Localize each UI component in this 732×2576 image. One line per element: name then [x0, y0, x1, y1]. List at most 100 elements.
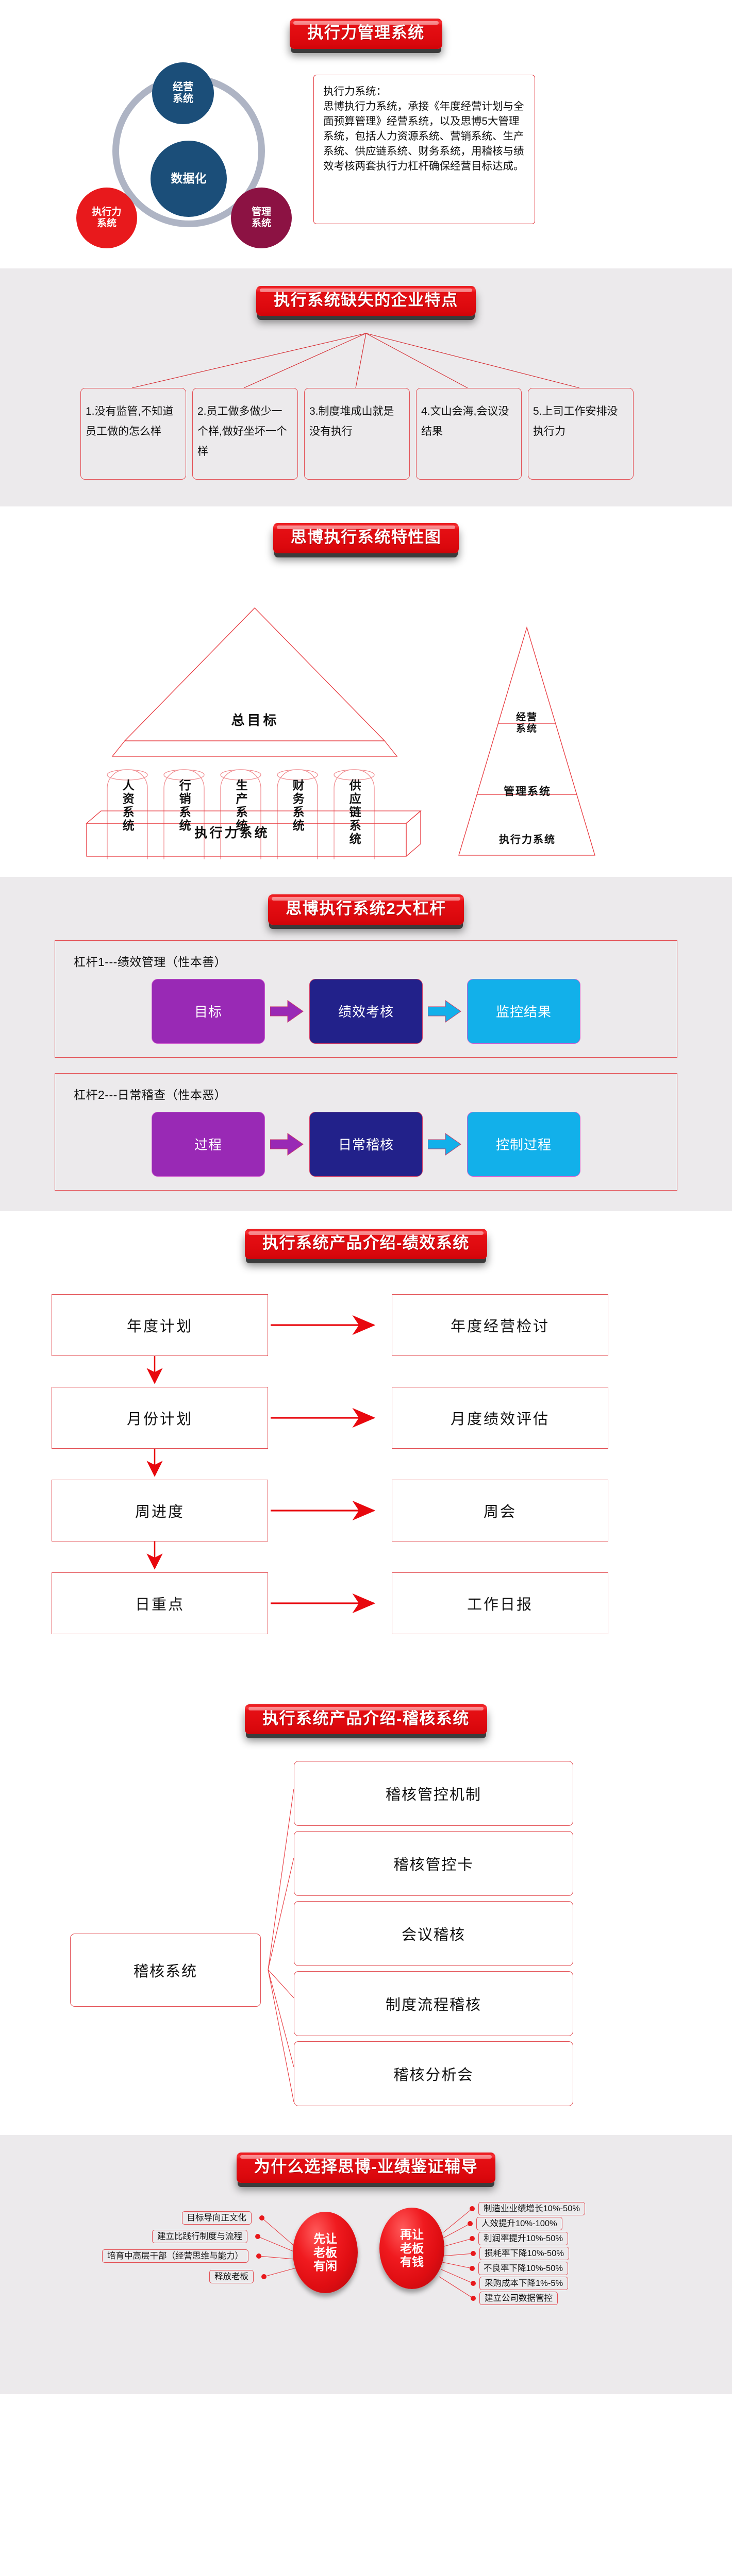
pillar-hr: 人资系统	[107, 779, 147, 833]
why-left-item-4: 释放老板	[209, 2270, 254, 2284]
missing-banner-label: 执行系统缺失的企业特点	[274, 291, 458, 309]
trait-item-5: 5.上司工作安排没执行力	[528, 388, 634, 480]
features-banner-label: 思博执行系统特性图	[290, 528, 442, 547]
perf-right-4: 工作日报	[392, 1572, 608, 1634]
audit-branch-2: 稽核管控卡	[294, 1831, 573, 1896]
why-right-item-7: 建立公司数据管控	[479, 2292, 558, 2306]
performance-banner: 执行系统产品介绍-绩效系统	[245, 1228, 487, 1259]
levers-banner-label: 思博执行系统2大杠杆	[286, 900, 446, 918]
pyramid-top-label: 经营 系统	[491, 712, 563, 735]
pillar-marketing-label: 行销系统	[177, 779, 191, 833]
bubble-management-system: 管理 系统	[231, 187, 292, 248]
pillar-marketing: 行销系统	[164, 779, 204, 833]
perf-left-3: 周进度	[52, 1479, 268, 1541]
pyramid-middle-label: 管理系统	[504, 786, 551, 798]
why-right-item-1: 制造业业绩增长10%-50%	[478, 2202, 586, 2216]
trait-item-2: 2.员工做多做少一个样,做好坐坏一个样	[192, 388, 298, 480]
why-left-item-3: 培育中高层干部（经营思维与能力）	[102, 2249, 248, 2263]
audit-tree: 稽核系统 稽核管控机制 稽核管控卡 会议稽核 制度流程稽核 稽核分析会	[52, 1756, 680, 2116]
features-banner-wrap: 思博执行系统特性图	[0, 523, 732, 554]
bubble-execution-line1: 执行力	[92, 207, 122, 218]
oval-right-line3: 有钱	[400, 2255, 424, 2269]
features-banner: 思博执行系统特性图	[273, 523, 459, 554]
why-banner-wrap: 为什么选择思博-业绩鉴证辅导	[0, 2153, 732, 2183]
temple-shapes	[86, 607, 595, 860]
lever-1-title: 杠杆1---绩效管理（性本善）	[74, 955, 227, 969]
audit-branch-1: 稽核管控机制	[294, 1761, 573, 1826]
trait-item-3: 3.制度堆成山就是没有执行	[304, 388, 410, 480]
missing-banner: 执行系统缺失的企业特点	[256, 285, 476, 316]
why-right-item-2: 人效提升10%-100%	[476, 2217, 562, 2231]
oval-boss-free: 先让 老板 有闲	[293, 2212, 358, 2294]
audit-connector-lines	[268, 1789, 294, 2103]
oval-right-line1: 再让	[400, 2228, 424, 2242]
pillar-production-label: 生产系统	[234, 779, 248, 833]
overview-description: 执行力系统： 思博执行力系统，承接《年度经营计划与全面预算管理》经营系统，以及思…	[313, 74, 535, 224]
arrow-right-icon-1a	[265, 999, 309, 1023]
arrow-right-icon-2a	[265, 1132, 309, 1156]
oval-left-line1: 先让	[313, 2232, 337, 2246]
bubble-data-label: 数据化	[171, 171, 207, 185]
pillar-finance: 财务系统	[277, 779, 318, 833]
bubble-business-system: 经营 系统	[152, 62, 214, 124]
audit-banner-label: 执行系统产品介绍-稽核系统	[262, 1709, 470, 1727]
audit-banner: 执行系统产品介绍-稽核系统	[245, 1704, 487, 1735]
why-right-item-5: 不良率下降10%-50%	[478, 2262, 569, 2276]
oval-left-line3: 有闲	[313, 2259, 337, 2273]
pillar-supply-chain-label: 供应链系统	[347, 779, 361, 846]
arrow-right-icon-1b	[423, 999, 467, 1023]
features-body: 总目标 人资系统 行销系统 生产系统 财务系统 供应链系统 执行力系统 经营 系…	[0, 571, 732, 860]
oval-left-line2: 老板	[313, 2245, 337, 2259]
section-why-choose: 为什么选择思博-业绩鉴证辅导	[0, 2135, 732, 2395]
perf-left-1: 年度计划	[52, 1294, 268, 1356]
perf-right-2: 月度绩效评估	[392, 1386, 608, 1449]
pyramid-bottom-label: 执行力系统	[499, 834, 556, 846]
section-missing-traits: 执行系统缺失的企业特点 1.没有监管,不知道员工做的怎么样 2.员工做多做少一个…	[0, 268, 732, 507]
performance-arrows	[146, 1315, 376, 1613]
perf-left-2: 月份计划	[52, 1386, 268, 1449]
pillar-finance-label: 财务系统	[291, 779, 305, 833]
why-connector-lines	[255, 2206, 476, 2301]
lever-2-step-1: 过程	[152, 1111, 265, 1177]
audit-branch-5: 稽核分析会	[294, 2041, 573, 2107]
section-performance: 执行系统产品介绍-绩效系统	[0, 1211, 732, 1689]
audit-branch-3: 会议稽核	[294, 1901, 573, 1967]
bubble-management-line2: 系统	[251, 217, 271, 229]
arrow-right-icon-2b	[423, 1132, 467, 1156]
pyramid-top-line2: 系统	[515, 723, 538, 734]
perf-right-3: 周会	[392, 1479, 608, 1541]
overview-body: 经营 系统 数据化 执行力 系统 管理 系统 执行力系统： 思博执行力系统，承接…	[0, 62, 732, 253]
trait-item-1: 1.没有监管,不知道员工做的怎么样	[80, 388, 186, 480]
bubble-data: 数据化	[151, 140, 227, 217]
poster-root: 执行力管理系统 经营 系统 数据化 执行力 系统 管理 系统 执行力系统： 思博…	[0, 19, 732, 2395]
lever-2-flow: 过程 日常稽核 控制过程	[55, 1111, 677, 1177]
levers-banner-wrap: 思博执行系统2大杠杆	[0, 894, 732, 925]
performance-banner-wrap: 执行系统产品介绍-绩效系统	[0, 1228, 732, 1259]
temple-base-label: 执行力系统	[194, 826, 270, 841]
lever-1-step-1: 目标	[152, 978, 265, 1044]
lever-1-flow: 目标 绩效考核 监控结果	[55, 978, 677, 1044]
temple-goal-label: 总目标	[231, 713, 279, 728]
audit-banner-wrap: 执行系统产品介绍-稽核系统	[0, 1704, 732, 1735]
why-left-item-2: 建立比践行制度与流程	[152, 2230, 247, 2244]
performance-flow: 年度计划 年度经营检讨 月份计划 月度绩效评估 周进度 周会 日重点 工作日报	[52, 1280, 680, 1671]
oval-right-line2: 老板	[400, 2241, 424, 2255]
why-right-item-3: 利润率提升10%-50%	[478, 2232, 569, 2246]
bubble-business-line2: 系统	[173, 93, 193, 105]
pillar-supply-chain: 供应链系统	[334, 779, 374, 846]
why-diagram: 先让 老板 有闲 再让 老板 有钱 目标导向正文化 建立比践行制度与流程 培育中…	[0, 2200, 732, 2370]
why-banner: 为什么选择思博-业绩鉴证辅导	[236, 2153, 496, 2183]
overview-banner-wrap: 执行力管理系统	[0, 19, 732, 49]
audit-branch-4: 制度流程稽核	[294, 1971, 573, 2037]
audit-root: 稽核系统	[70, 1934, 261, 2007]
perf-left-4: 日重点	[52, 1572, 268, 1634]
bubble-execution-line2: 系统	[96, 217, 117, 229]
levers-banner: 思博执行系统2大杠杆	[268, 894, 464, 925]
missing-trait-list: 1.没有监管,不知道员工做的怎么样 2.员工做多做少一个样,做好坐坏一个样 3.…	[80, 388, 634, 480]
lever-2-title: 杠杆2---日常稽查（性本恶）	[74, 1088, 227, 1101]
bubble-execution-system: 执行力 系统	[76, 187, 137, 248]
pillar-hr-label: 人资系统	[121, 779, 135, 833]
missing-diagram: 1.没有监管,不知道员工做的怎么样 2.员工做多做少一个样,做好坐坏一个样 3.…	[0, 333, 732, 488]
missing-connector-lines	[131, 333, 580, 388]
lever-2-step-3: 控制过程	[467, 1111, 580, 1177]
